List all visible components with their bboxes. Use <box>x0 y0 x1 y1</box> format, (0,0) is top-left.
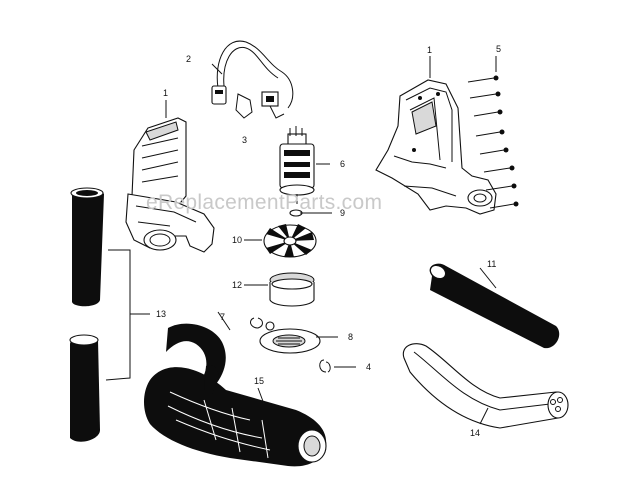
screw-set <box>467 75 519 209</box>
callout-13: 13 <box>156 309 166 319</box>
blower-tube-lower <box>69 334 100 442</box>
clip-part <box>319 359 331 373</box>
callout-11: 11 <box>487 259 496 269</box>
callout-1-left: 1 <box>163 88 168 98</box>
callout-6: 6 <box>340 159 345 169</box>
power-cord-part <box>211 40 294 119</box>
callout-15: 15 <box>254 376 264 386</box>
housing-right-part <box>375 75 519 215</box>
housing-left-part <box>125 117 215 253</box>
collection-bag-part <box>144 323 327 467</box>
blower-tube-upper <box>70 187 104 307</box>
callout-7: 7 <box>220 312 225 322</box>
leader-lines <box>165 56 497 425</box>
motor-part <box>279 126 315 204</box>
callout-9: 9 <box>340 208 345 218</box>
callout-8: 8 <box>348 332 353 342</box>
callout-14: 14 <box>470 428 480 438</box>
callout-labels: 1 1 2 3 4 5 6 7 8 9 10 11 12 13 14 15 <box>156 44 501 438</box>
vacuum-tube-part <box>429 263 560 349</box>
tube-bracket <box>105 249 150 381</box>
callout-10: 10 <box>232 235 242 245</box>
impeller-part <box>263 224 317 258</box>
fan-cup-part <box>269 272 315 307</box>
callout-5: 5 <box>496 44 501 54</box>
callout-3: 3 <box>242 135 247 145</box>
intake-plate-part <box>250 317 321 354</box>
callout-1-right: 1 <box>427 45 432 55</box>
curved-tube-part <box>402 343 569 429</box>
callout-4: 4 <box>366 362 371 372</box>
callout-12: 12 <box>232 280 242 290</box>
callout-2: 2 <box>186 54 191 64</box>
watermark-text: eReplacementParts.com <box>146 191 382 214</box>
